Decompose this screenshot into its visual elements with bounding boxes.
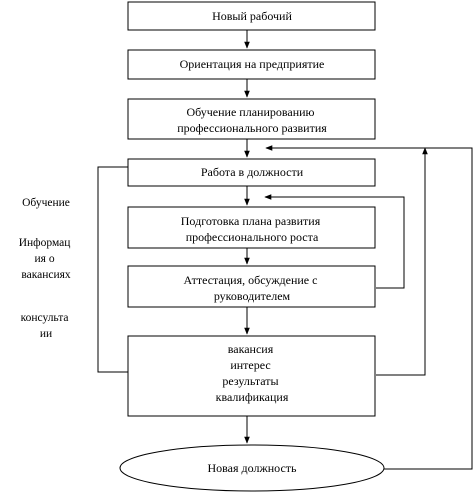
svg-text:Ориентация на предприятие: Ориентация на предприятие	[180, 57, 325, 71]
svg-text:Аттестация, обсуждение с: Аттестация, обсуждение с руководителем	[184, 273, 321, 303]
node-text: Работа в должности	[201, 165, 304, 179]
left-bracket	[97, 166, 128, 373]
node-text-line: квалификация	[216, 390, 289, 404]
side-label-training: Обучение	[22, 197, 70, 209]
node-text-line: результаты	[222, 374, 278, 388]
node-text: Новый рабочий	[212, 9, 292, 23]
svg-text:Новый рабочий: Новый рабочий	[212, 9, 292, 23]
node-new-position: Новая должность	[119, 444, 385, 492]
connectors	[97, 30, 473, 470]
node-new-worker: Новый рабочий	[127, 1, 376, 31]
node-job-work: Работа в должности	[127, 158, 376, 187]
side-label-vacancy-line: Информац	[19, 237, 71, 249]
svg-text:Новая должность: Новая должность	[207, 461, 297, 475]
node-text-line: Аттестация, обсуждение с	[184, 273, 318, 287]
node-text-line: профессионального роста	[186, 230, 319, 244]
svg-text:консульта ии: консульта ии	[21, 312, 72, 340]
side-label-consulting-line: консульта	[21, 312, 69, 324]
node-text: Новая должность	[207, 461, 297, 475]
node-text-line: интерес	[230, 358, 270, 372]
loop-factors-to-job	[376, 147, 428, 376]
node-text-line: вакансия	[228, 342, 274, 356]
svg-text:Обучение: Обучение	[22, 197, 70, 209]
loop-attestation-to-plan	[264, 194, 405, 289]
node-text-line: Обучение планированию	[186, 105, 314, 119]
side-label-vacancy-line: вакансиях	[21, 269, 71, 281]
node-training-planning: Обучение планированию профессионального …	[127, 98, 376, 140]
svg-text:Информац ия о вака: Информац ия о вакансиях	[19, 237, 74, 281]
node-plan-preparation: Подготовка плана развития профессиональн…	[127, 206, 376, 249]
svg-text:Работа в должности: Работа в должности	[201, 165, 304, 179]
side-label-consulting-line: ии	[40, 328, 52, 340]
node-attestation: Аттестация, обсуждение с руководителем	[127, 265, 376, 308]
node-text-line: руководителем	[214, 289, 291, 303]
node-text-line: профессионального развития	[177, 121, 327, 135]
node-factors: вакансия интерес результаты квалификация	[127, 335, 376, 417]
svg-text:Подготовка плана развития: Подготовка плана развития профессиональн…	[181, 214, 323, 244]
side-label-vacancy-line: ия о	[35, 253, 55, 265]
loop-new-position-to-job	[265, 145, 473, 470]
svg-text:Обучение планированию пр: Обучение планированию профессионального …	[177, 105, 327, 135]
side-labels: Обучение Информац ия о вакансиях консуль…	[19, 197, 74, 340]
node-text: Ориентация на предприятие	[180, 57, 325, 71]
node-text-line: Подготовка плана развития	[181, 214, 321, 228]
node-orientation: Ориентация на предприятие	[127, 49, 376, 80]
svg-text:вакансия интерес р: вакансия интерес результаты квалификация	[216, 342, 289, 404]
